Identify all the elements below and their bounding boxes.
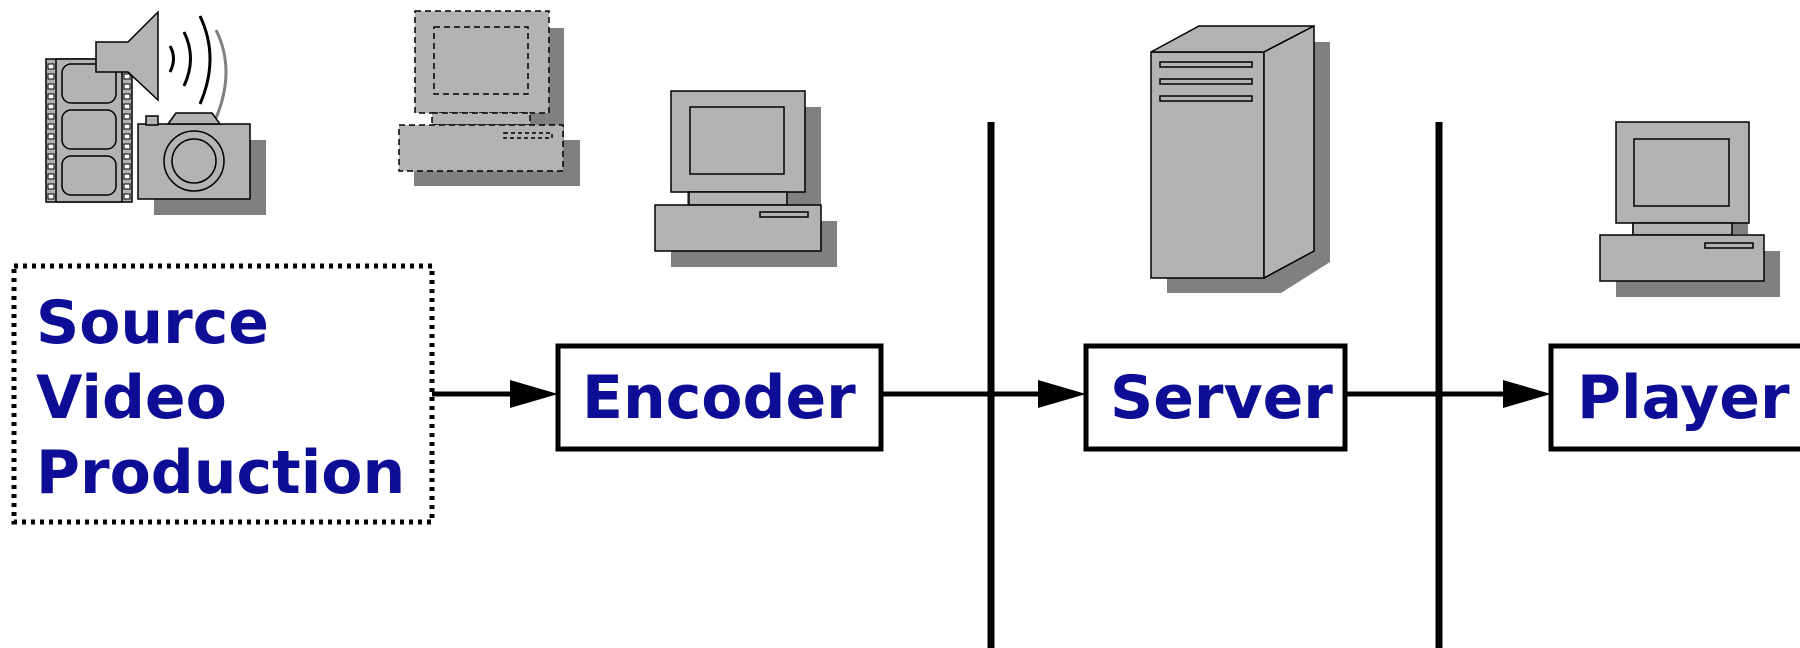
source-video-production-box bbox=[11, 263, 435, 525]
encoder-box bbox=[555, 343, 884, 452]
arrow-encoder-to-server bbox=[881, 380, 1086, 408]
server-label: Server bbox=[1110, 363, 1333, 433]
source-label-line: Source bbox=[36, 288, 269, 358]
source-label-line: Video bbox=[36, 363, 227, 433]
desktop-computer-icon bbox=[398, 10, 580, 186]
desktop-computer-icon bbox=[1599, 121, 1780, 297]
arrow-server-to-player bbox=[1345, 380, 1551, 408]
arrow-source-to-encoder bbox=[432, 380, 558, 408]
player-box bbox=[1548, 343, 1800, 452]
tower-server-icon bbox=[1150, 24, 1330, 293]
encoder-label: Encoder bbox=[582, 363, 856, 433]
server-box bbox=[1083, 343, 1348, 452]
player-label: Player bbox=[1577, 363, 1790, 433]
source-label-line: Production bbox=[36, 438, 406, 508]
desktop-computer-icon bbox=[654, 90, 837, 267]
media-source-icon bbox=[45, 10, 266, 215]
source-video-production-label: Source Video Production bbox=[36, 286, 405, 511]
